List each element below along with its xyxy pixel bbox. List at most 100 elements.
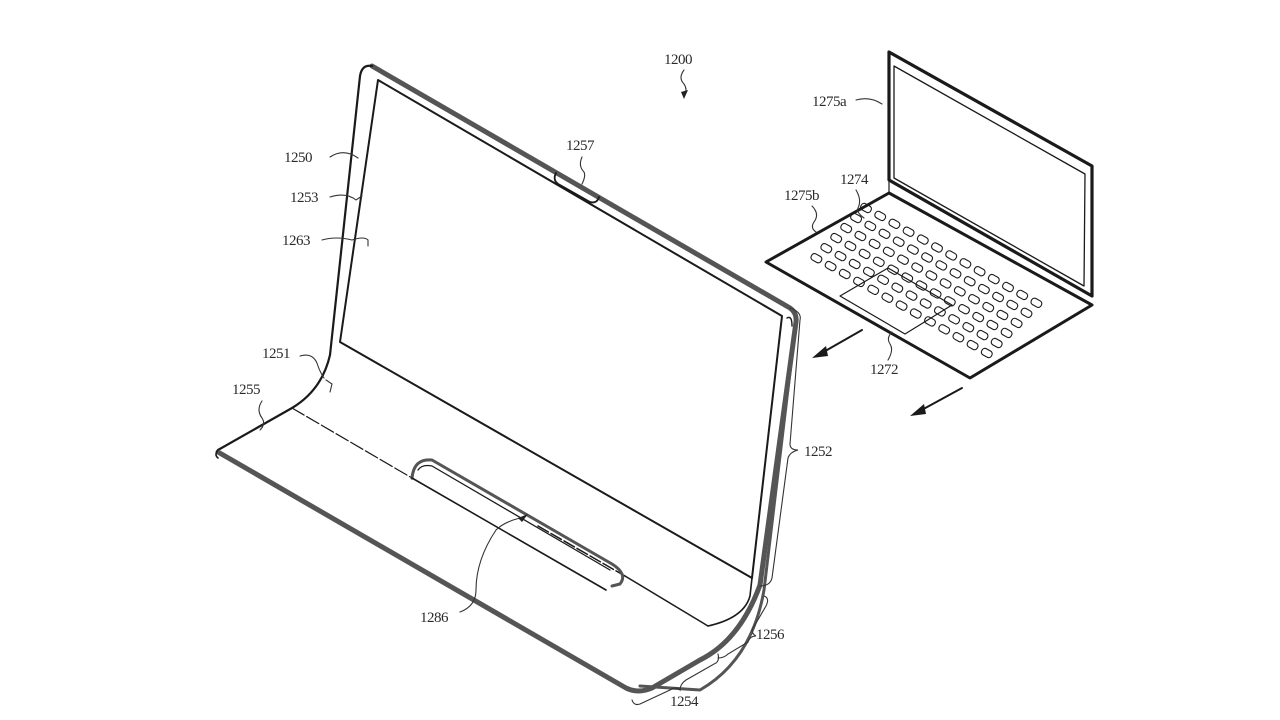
keyboard: [810, 202, 1043, 359]
keyboard-key: [872, 256, 885, 267]
keyboard-key: [820, 243, 833, 254]
label-display-area: 1263: [282, 233, 310, 249]
keyboard-key: [996, 309, 1009, 321]
keyboard-key: [949, 268, 962, 279]
keyboard-key: [874, 210, 887, 222]
keyboard-key: [963, 276, 976, 287]
keyboard-key: [838, 268, 851, 280]
label-keyboard: 1274: [840, 172, 869, 188]
laptop-lid: [887, 50, 1094, 298]
keyboard-key: [919, 298, 932, 309]
keyboard-key: [906, 244, 919, 255]
keyboard-key: [887, 264, 899, 275]
keyboard-key: [968, 294, 980, 305]
keyboard-key: [980, 347, 993, 359]
laptop-move-arrow-lower: [910, 387, 963, 416]
keyboard-key: [915, 280, 928, 291]
keyboard-key: [891, 282, 904, 293]
keyboard-key: [1016, 289, 1029, 301]
keyboard-key: [848, 258, 861, 270]
keyboard-key: [901, 272, 914, 283]
label-curved-portion: 1256: [756, 627, 785, 643]
label-laptop-base: 1275b: [784, 188, 819, 204]
keyboard-key: [840, 222, 853, 234]
label-base-slot: 1286: [420, 610, 449, 626]
display-area: [339, 79, 783, 579]
keyboard-key: [824, 260, 837, 272]
leader-lines: [258, 69, 893, 706]
keyboard-key: [830, 232, 843, 244]
keyboard-key: [966, 339, 979, 351]
trackpad: [839, 267, 953, 335]
keyboard-key: [953, 286, 966, 297]
keyboard-key: [905, 290, 918, 301]
keyboard-key: [958, 304, 970, 315]
keyboard-key: [897, 254, 909, 265]
reference-labels: 1200 1250 1253 1263 1257 1251 1255 1252 …: [232, 52, 899, 710]
keyboard-key: [933, 306, 946, 317]
keyboard-key: [858, 248, 871, 260]
keyboard-key: [911, 262, 924, 273]
keyboard-key: [990, 337, 1003, 349]
keyboard-key: [892, 236, 905, 247]
keyboard-key: [938, 324, 951, 335]
laptop: [764, 50, 1094, 380]
keyboard-key: [895, 300, 908, 311]
keyboard-key: [939, 278, 952, 289]
keyboard-key: [877, 274, 890, 285]
keyboard-key: [976, 329, 989, 341]
keyboard-key: [959, 258, 972, 269]
keyboard-key: [1030, 297, 1043, 308]
camera-notch: [553, 172, 600, 204]
keyboard-key: [864, 220, 877, 232]
keyboard-key: [909, 308, 922, 319]
keyboard-key: [986, 319, 999, 331]
keyboard-key: [931, 242, 943, 253]
keyboard-key: [881, 292, 894, 303]
keyboard-key: [854, 230, 867, 242]
keyboard-key: [1006, 299, 1019, 311]
laptop-base: [764, 191, 1094, 380]
label-base-edge: 1255: [232, 382, 260, 398]
label-camera-notch: 1257: [566, 138, 595, 154]
label-figure: 1200: [664, 52, 692, 68]
keyboard-key: [916, 234, 929, 245]
keyboard-key: [987, 273, 1000, 285]
keyboard-key: [924, 316, 936, 327]
keyboard-key: [888, 218, 901, 229]
keyboard-key: [973, 266, 986, 277]
label-housing: 1250: [284, 150, 312, 166]
keyboard-key: [935, 260, 948, 271]
label-vertical-portion: 1252: [804, 444, 832, 460]
keyboard-key: [962, 322, 975, 333]
keyboard-key: [860, 202, 872, 214]
label-bend-upper: 1251: [262, 346, 290, 362]
keyboard-key: [948, 314, 961, 325]
keyboard-key: [925, 270, 938, 281]
keyboard-key: [882, 246, 895, 257]
laptop-move-arrow-upper: [812, 329, 863, 358]
keyboard-key: [972, 311, 985, 323]
keyboard-key: [1000, 327, 1013, 339]
keyboard-key: [862, 266, 875, 278]
base-slot: [410, 458, 625, 591]
keyboard-key: [1002, 281, 1014, 293]
keyboard-key: [834, 250, 847, 262]
keyboard-key: [952, 332, 965, 343]
keyboard-key: [1020, 307, 1033, 318]
keyboard-key: [943, 296, 956, 307]
keyboard-key: [902, 226, 915, 237]
keyboard-key: [878, 228, 891, 239]
keyboard-key: [850, 212, 863, 224]
keyboard-key: [977, 283, 990, 295]
keyboard-key: [982, 301, 995, 313]
keyboard-key: [1010, 317, 1023, 329]
keyboard-key: [844, 240, 857, 252]
label-trackpad: 1272: [870, 362, 898, 378]
keyboard-key: [992, 291, 1005, 303]
keyboard-key: [921, 252, 934, 263]
label-base-portion: 1254: [670, 694, 699, 710]
label-display-border: 1253: [290, 190, 318, 206]
keyboard-key: [810, 253, 823, 264]
